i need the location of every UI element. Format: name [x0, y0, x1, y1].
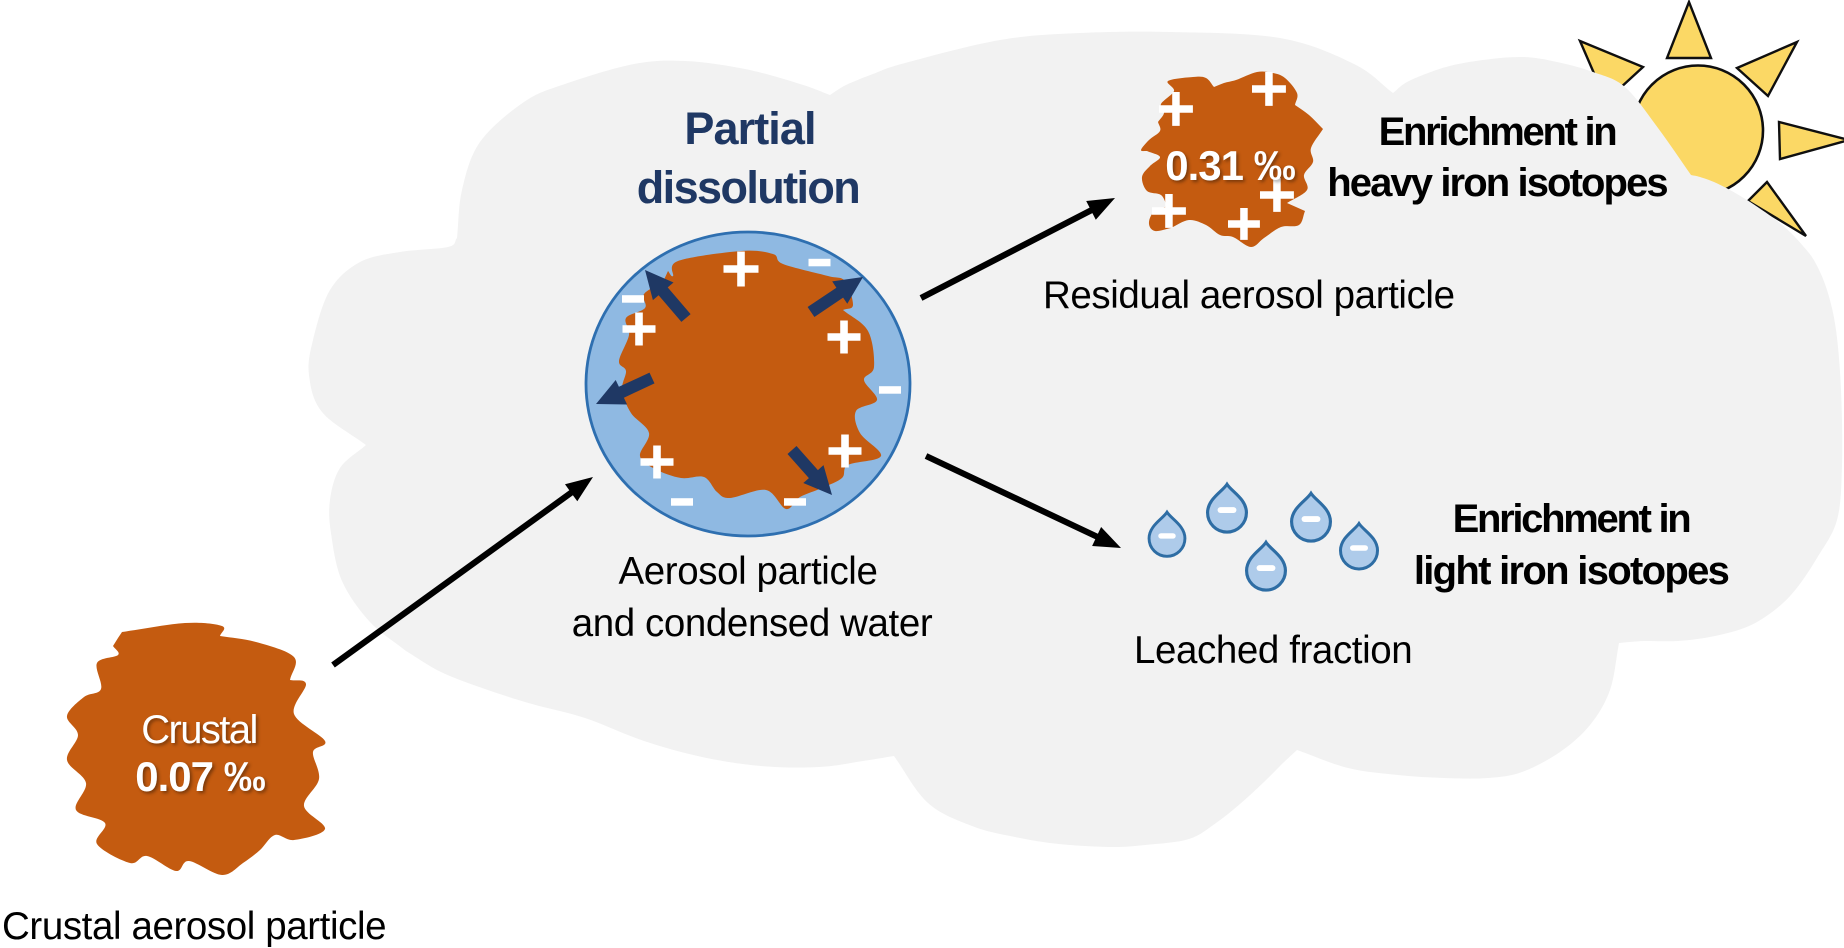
svg-text:Enrichment in: Enrichment in — [1379, 110, 1616, 154]
svg-text:light iron isotopes: light iron isotopes — [1414, 549, 1729, 593]
svg-text:Crustal aerosol particle: Crustal aerosol particle — [2, 905, 386, 948]
svg-text:0.31 ‰: 0.31 ‰ — [1165, 142, 1295, 189]
svg-text:Partial: Partial — [684, 103, 815, 154]
svg-text:0.07 ‰: 0.07 ‰ — [135, 753, 265, 800]
svg-text:Residual aerosol particle: Residual aerosol particle — [1043, 274, 1455, 317]
svg-text:Aerosol particle: Aerosol particle — [619, 550, 878, 593]
svg-text:Crustal: Crustal — [141, 708, 257, 752]
svg-text:heavy iron isotopes: heavy iron isotopes — [1327, 161, 1667, 205]
svg-text:Enrichment in: Enrichment in — [1453, 497, 1690, 541]
svg-text:Leached fraction: Leached fraction — [1134, 629, 1412, 672]
svg-text:and condensed water: and condensed water — [572, 602, 933, 645]
svg-text:dissolution: dissolution — [637, 162, 859, 213]
